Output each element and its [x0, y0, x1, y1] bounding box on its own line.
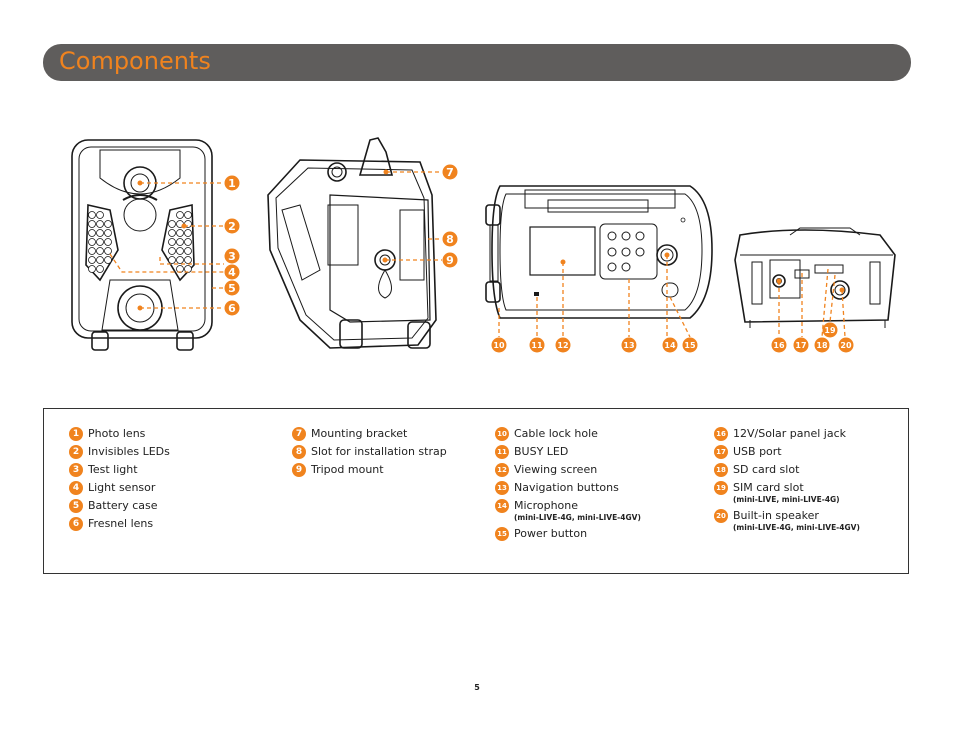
- number-badge: 5: [69, 499, 83, 513]
- legend-label: Mounting bracket: [311, 427, 408, 440]
- camera-back-bracket-view: [267, 137, 437, 349]
- svg-text:9: 9: [446, 254, 454, 267]
- legend-label: Cable lock hole: [514, 427, 598, 440]
- legend-label: Slot for installation strap: [311, 445, 447, 458]
- number-badge: 17: [714, 445, 728, 459]
- number-badge: 4: [69, 481, 83, 495]
- callout-12: 12: [555, 337, 571, 353]
- svg-text:18: 18: [816, 341, 828, 350]
- svg-text:12: 12: [557, 341, 568, 350]
- number-badge: 11: [495, 445, 509, 459]
- model-note: (mini-LIVE, mini-LIVE-4G): [733, 495, 840, 504]
- number-badge: 2: [69, 445, 83, 459]
- svg-text:4: 4: [228, 266, 236, 279]
- svg-text:20: 20: [840, 341, 852, 350]
- callout-19: 19: [822, 322, 838, 338]
- svg-text:5: 5: [228, 282, 236, 295]
- callout-9: 9: [442, 252, 458, 268]
- legend-label: Built-in speaker: [733, 509, 819, 522]
- callout-6: 6: [224, 300, 240, 316]
- legend-label: Fresnel lens: [88, 517, 154, 530]
- legend-label: Navigation buttons: [514, 481, 619, 494]
- callout-20: 20: [838, 337, 854, 353]
- svg-text:1: 1: [228, 177, 236, 190]
- callout-1: 1: [224, 175, 240, 191]
- callout-5: 5: [224, 280, 240, 296]
- model-note: (mini-LIVE-4G, mini-LIVE-4GV): [733, 523, 860, 532]
- number-badge: 6: [69, 517, 83, 531]
- number-badge: 14: [495, 499, 509, 513]
- svg-text:16: 16: [773, 341, 785, 350]
- svg-text:2: 2: [228, 220, 236, 233]
- number-badge: 18: [714, 463, 728, 477]
- page-title: Components: [59, 47, 211, 75]
- legend-label: Test light: [88, 463, 138, 476]
- number-badge: 9: [292, 463, 306, 477]
- number-badge: 8: [292, 445, 306, 459]
- page-number: 5: [474, 683, 480, 692]
- number-badge: 7: [292, 427, 306, 441]
- svg-text:6: 6: [228, 302, 236, 315]
- svg-text:15: 15: [684, 341, 696, 350]
- number-badge: 1: [69, 427, 83, 441]
- legend-label: Light sensor: [88, 481, 156, 494]
- led-array-left: [88, 211, 112, 273]
- callout-16: 16: [771, 337, 787, 353]
- leader-dots: [137, 169, 845, 311]
- svg-text:17: 17: [795, 341, 806, 350]
- svg-text:13: 13: [623, 341, 634, 350]
- title-banner: Components: [43, 44, 911, 81]
- legend-label: Battery case: [88, 499, 158, 512]
- callout-3: 3: [224, 248, 240, 264]
- number-badge: 20: [714, 509, 728, 523]
- legend-label: Photo lens: [88, 427, 146, 440]
- callout-14: 14: [662, 337, 678, 353]
- callout-17: 17: [793, 337, 809, 353]
- svg-text:10: 10: [493, 341, 505, 350]
- number-badge: 19: [714, 481, 728, 495]
- callout-15: 15: [682, 337, 698, 353]
- model-note: (mini-LIVE-4G, mini-LIVE-4GV): [514, 513, 641, 522]
- number-badge: 16: [714, 427, 728, 441]
- number-badge: 10: [495, 427, 509, 441]
- camera-bottom-view: [734, 227, 896, 328]
- components-legend: 1 Photo lens 2 Invisibles LEDs 3 Test light…: [43, 408, 909, 574]
- number-badge: 13: [495, 481, 509, 495]
- svg-text:3: 3: [228, 250, 236, 263]
- callout-4: 4: [224, 264, 240, 280]
- legend-label: BUSY LED: [514, 445, 569, 458]
- callout-7: 7: [442, 164, 458, 180]
- number-badge: 3: [69, 463, 83, 477]
- callout-10: 10: [491, 337, 507, 353]
- callout-2: 2: [224, 218, 240, 234]
- legend-label: Power button: [514, 527, 588, 540]
- legend-label: Invisibles LEDs: [88, 445, 170, 458]
- callout-18: 18: [814, 337, 830, 353]
- svg-text:7: 7: [446, 166, 454, 179]
- legend-label: Viewing screen: [514, 463, 598, 476]
- legend-label: Tripod mount: [311, 463, 384, 476]
- legend-label: USB port: [733, 445, 782, 458]
- camera-screen-view: [485, 185, 713, 319]
- legend-label: Microphone: [514, 499, 579, 512]
- svg-text:11: 11: [531, 341, 543, 350]
- callout-13: 13: [621, 337, 637, 353]
- number-badge: 12: [495, 463, 509, 477]
- legend-label: SIM card slot: [733, 481, 804, 494]
- svg-text:14: 14: [664, 341, 676, 350]
- legend-label: 12V/Solar panel jack: [733, 427, 846, 440]
- legend-label: SD card slot: [733, 463, 800, 476]
- leader-lines: [109, 171, 846, 338]
- svg-text:19: 19: [824, 326, 836, 335]
- callout-8: 8: [442, 231, 458, 247]
- svg-text:8: 8: [446, 233, 454, 246]
- number-badge: 15: [495, 527, 509, 541]
- callout-11: 11: [529, 337, 545, 353]
